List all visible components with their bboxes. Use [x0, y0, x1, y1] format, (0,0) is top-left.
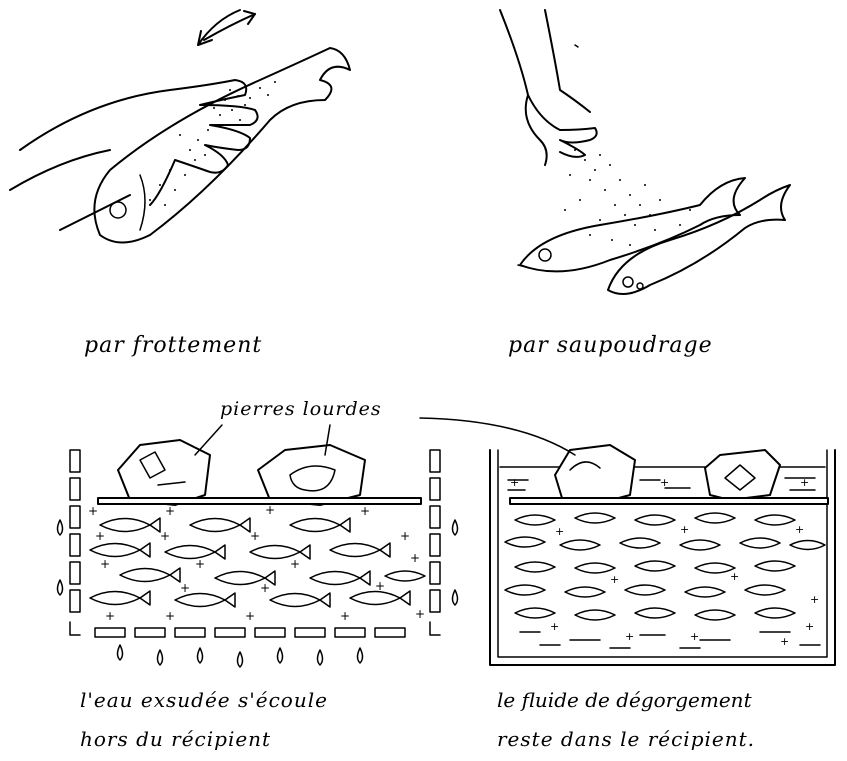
svg-text:+: +: [180, 581, 190, 595]
leader-line: [195, 425, 222, 455]
caption-sprinkling: par saupoudrage: [508, 333, 713, 358]
caption-rubbing: par frottement: [84, 333, 262, 358]
svg-text:+: +: [795, 523, 804, 536]
salt-particles: [564, 149, 691, 246]
svg-text:+: +: [550, 620, 559, 633]
svg-text:+: +: [780, 635, 789, 648]
label-heavy-stones: pierres lourdes: [220, 398, 382, 420]
svg-text:+: +: [800, 476, 809, 489]
svg-text:+: +: [410, 551, 420, 565]
stone-right: [705, 450, 780, 500]
salted-fish-layer: [505, 513, 825, 620]
svg-text:+: +: [165, 504, 175, 518]
svg-text:+: +: [260, 581, 270, 595]
svg-text:+: +: [340, 609, 350, 623]
caption-drain-line2: hors du récipient: [80, 727, 271, 751]
svg-text:+: +: [805, 620, 814, 633]
svg-text:+: +: [245, 609, 255, 623]
lid-board: [510, 498, 828, 504]
svg-text:+: +: [625, 630, 634, 643]
caption-keep-line2: reste dans le récipient.: [497, 727, 755, 751]
rubbing-illustration: [10, 10, 350, 243]
caption-drain-line1: l'eau exsudée s'écoule: [80, 688, 328, 712]
svg-text:+: +: [88, 504, 98, 518]
svg-text:+: +: [100, 557, 110, 571]
svg-text:+: +: [160, 529, 170, 543]
svg-text:+: +: [165, 609, 175, 623]
svg-text:+: +: [250, 529, 260, 543]
svg-text:+: +: [400, 529, 410, 543]
arrow-up-right-icon: [204, 14, 255, 40]
svg-text:+: +: [510, 476, 519, 489]
svg-text:+: +: [95, 529, 105, 543]
svg-text:+: +: [265, 503, 275, 517]
svg-text:+: +: [690, 630, 699, 643]
caption-keep-line1: le fluide de dégorgement: [497, 688, 752, 712]
draining-container-diagram: ++++ ++++ ++++ +++ +++++: [58, 425, 458, 667]
svg-text:+: +: [810, 593, 819, 606]
stone-left: [555, 445, 635, 503]
hand-outline: [10, 80, 258, 230]
sprinkling-illustration: [500, 10, 790, 294]
hand-outline: [500, 10, 597, 165]
stone-right: [258, 445, 365, 505]
svg-text:+: +: [660, 476, 669, 489]
svg-text:+: +: [360, 504, 370, 518]
svg-text:+: +: [290, 557, 300, 571]
svg-text:+: +: [555, 525, 564, 538]
sealed-container-diagram: + + + + + + + + + + + + + +: [420, 418, 835, 665]
svg-text:+: +: [415, 607, 425, 621]
svg-text:+: +: [195, 557, 205, 571]
svg-text:+: +: [680, 523, 689, 536]
lid-board: [98, 498, 421, 504]
perforated-bottom: [70, 622, 440, 637]
svg-text:+: +: [610, 573, 619, 586]
svg-text:+: +: [730, 570, 739, 583]
svg-text:+: +: [375, 579, 385, 593]
stone-left: [118, 440, 210, 505]
fish-outline: [94, 48, 350, 243]
fish-outline: [608, 185, 790, 294]
svg-text:+: +: [105, 609, 115, 623]
